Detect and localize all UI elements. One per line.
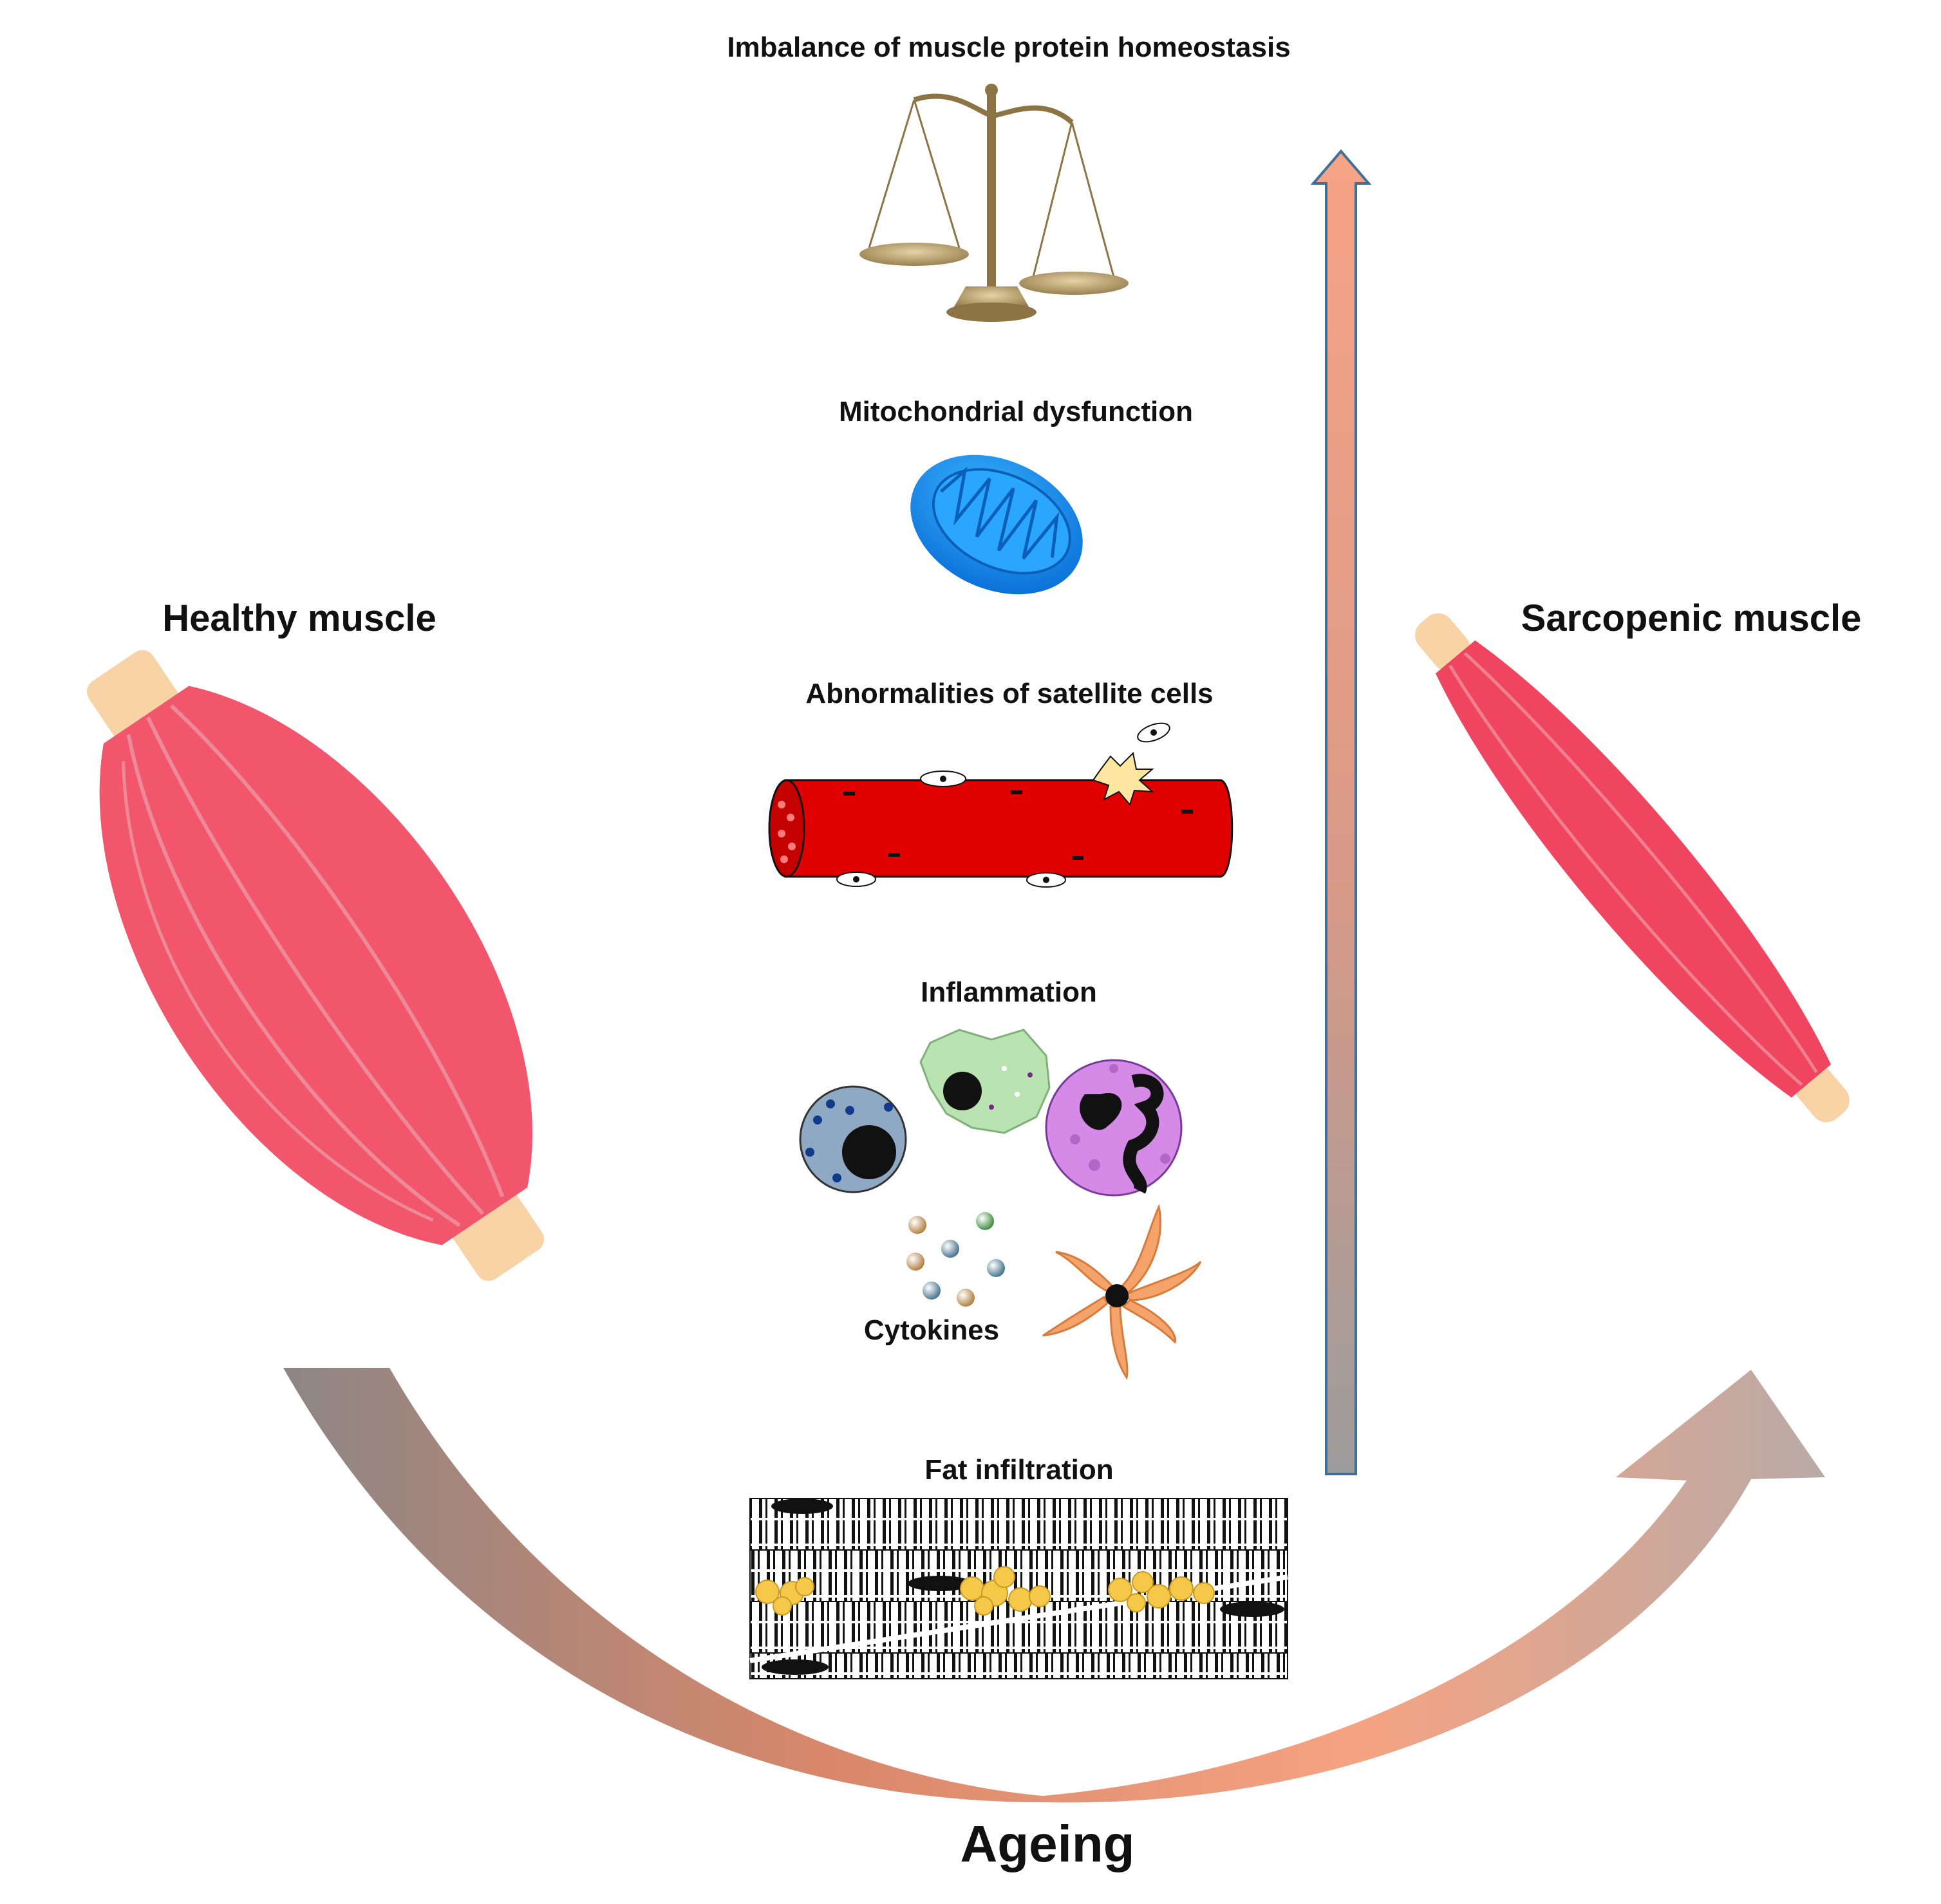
label-satellite-cells: Abnormalities of satellite cells <box>805 678 1214 709</box>
label-mitochondrial-dysfunction: Mitochondrial dysfunction <box>839 396 1193 427</box>
label-cytokines: Cytokines <box>863 1314 1000 1346</box>
cytokines-icon <box>906 1212 1005 1307</box>
dendritic-cell-icon <box>1042 1204 1202 1380</box>
label-sarcopenic-muscle: Sarcopenic muscle <box>1521 597 1862 639</box>
progression-up-arrow <box>1310 149 1372 1475</box>
label-inflammation: Inflammation <box>921 976 1097 1008</box>
label-fat-infiltration: Fat infiltration <box>924 1454 1114 1486</box>
immune-cells-icon <box>799 1029 1183 1197</box>
mitochondrion-icon <box>910 454 1083 595</box>
muscle-fiber-icon <box>768 722 1233 888</box>
ageing-curved-arrow <box>283 1368 1825 1803</box>
fat-infiltration-icon <box>749 1498 1288 1679</box>
balance-scale-icon <box>859 84 1129 322</box>
label-protein-homeostasis: Imbalance of muscle protein homeostasis <box>727 32 1291 63</box>
label-healthy-muscle: Healthy muscle <box>162 597 436 639</box>
healthy-muscle-illustration <box>86 649 545 1282</box>
sarcopenic-muscle-illustration <box>1415 613 1850 1123</box>
label-ageing: Ageing <box>960 1815 1135 1872</box>
